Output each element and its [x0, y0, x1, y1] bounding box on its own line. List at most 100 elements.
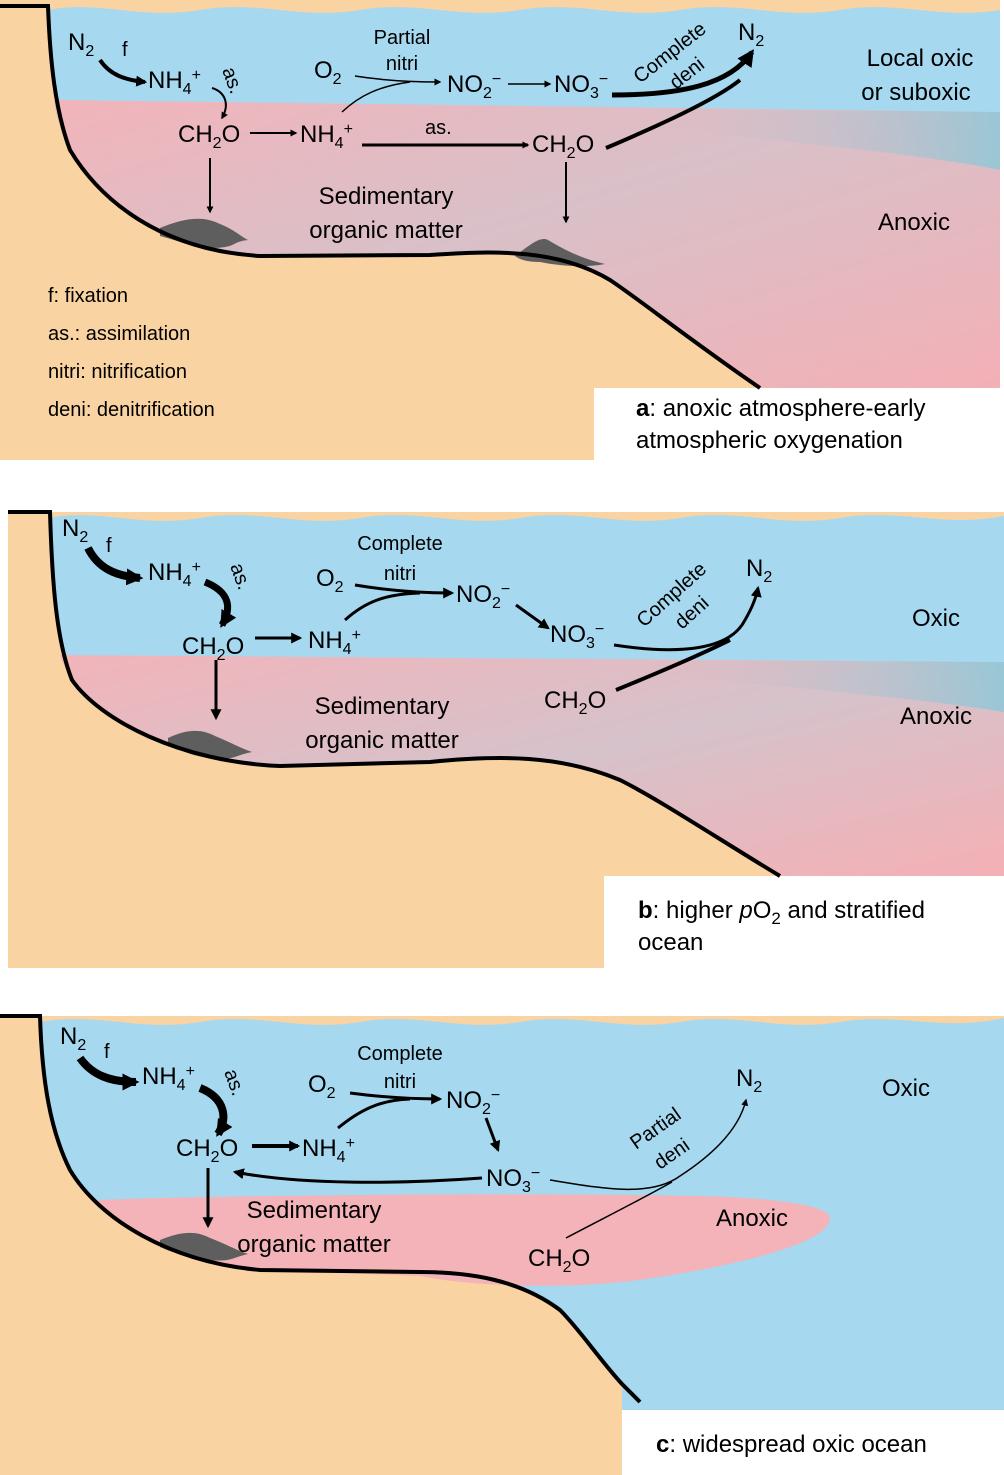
a-n2: N2: [68, 29, 94, 60]
b-n2: N2: [62, 515, 88, 546]
panel-b-interface-tint: [600, 660, 1004, 712]
a-assim-label-2: as.: [425, 117, 452, 139]
panel-a-deposit-2: [515, 239, 605, 267]
c-n2-out: N2: [736, 1065, 762, 1096]
panel-a-anoxic-zone: [54, 100, 1000, 388]
b-arrow-deni: [613, 585, 762, 652]
a-nh4-2: NH4+: [300, 121, 353, 152]
c-arrow-o2-nitri: [349, 1091, 443, 1105]
c-zone-oxic: Oxic: [882, 1075, 930, 1102]
a-arrow-ch2o-deni: [605, 78, 742, 150]
legend-nitrification: nitri: nitrification: [48, 361, 187, 383]
panel-a-caption-box: [594, 388, 1004, 470]
c-nh4-2: NH4+: [302, 1135, 355, 1166]
c-no2: NO2−: [446, 1087, 500, 1118]
panel-a-arrows: [98, 49, 755, 224]
b-ch2o-2: CH2O: [544, 687, 606, 718]
panel-c-anoxic-lens: [96, 1194, 830, 1286]
a-arrow-assim-1: [211, 87, 228, 120]
c-fix-label: f: [104, 1041, 110, 1063]
a-no2: NO2−: [447, 71, 501, 102]
panel-a-seafloor: [0, 4, 762, 390]
b-sediment-label-2: organic matter: [305, 727, 458, 754]
panel-c-caption-box: [622, 1410, 1004, 1475]
b-nh4-1: NH4+: [148, 559, 201, 590]
a-caption-line-1: a: anoxic atmosphere-early: [636, 395, 926, 422]
legend-fixation: f: fixation: [48, 285, 128, 307]
c-arrow-ch2o-deni: [565, 1181, 673, 1239]
b-caption-line-2: ocean: [638, 929, 703, 956]
panel-b-arrows: [84, 546, 762, 721]
c-arrow-assim: [198, 1084, 233, 1137]
panel-a: [0, 0, 1004, 470]
b-arrow-o2-nitri: [354, 583, 455, 599]
c-caption-line-1: c: widespread oxic ocean: [656, 1431, 927, 1458]
a-sediment-label-1: Sedimentary: [319, 183, 454, 210]
a-zone-anoxic: Anoxic: [878, 209, 950, 236]
a-caption-line-2: atmospheric oxygenation: [636, 427, 903, 454]
a-sediment-label-2: organic matter: [309, 217, 462, 244]
b-o2: O2: [316, 565, 344, 596]
a-arrow-deni: [611, 49, 755, 98]
b-arrow-nh4-nitri: [343, 591, 421, 622]
b-arrow-no2-no3: [515, 603, 550, 630]
legend-denitrification: deni: denitrification: [48, 399, 215, 421]
a-zone-oxic-2: or suboxic: [861, 79, 970, 106]
a-fix-label: f: [122, 39, 128, 61]
a-nh4-1: NH4+: [148, 67, 201, 98]
b-arrow-assim: [203, 578, 237, 628]
a-ch2o-1: CH2O: [178, 121, 240, 152]
a-no3: NO3−: [554, 71, 608, 102]
c-arrow-nh4-nitri: [337, 1097, 411, 1130]
panel-c-arrows: [76, 1055, 749, 1239]
panel-b-caption-box: [604, 876, 1004, 976]
b-nh4-2: NH4+: [308, 627, 361, 658]
b-arrow-fixation: [84, 546, 144, 586]
c-nitri-label-1: Complete: [357, 1043, 443, 1065]
c-sediment-label-1: Sedimentary: [247, 1197, 382, 1224]
a-ch2o-2: CH2O: [532, 131, 594, 162]
b-sediment-label-1: Sedimentary: [315, 693, 450, 720]
b-no3: NO3−: [550, 621, 604, 652]
panel-b: [8, 510, 1004, 976]
a-zone-oxic-1: Local oxic: [867, 45, 974, 72]
panel-a-suboxic-tint: [600, 108, 1000, 170]
c-sediment-label-2: organic matter: [237, 1231, 390, 1258]
c-arrow-fixation: [76, 1055, 140, 1091]
c-no3: NO3−: [486, 1165, 540, 1196]
panel-b-seafloor: [8, 510, 782, 878]
b-caption-line-1: b: higher pO2 and stratified: [638, 897, 925, 928]
c-ch2o-2: CH2O: [528, 1245, 590, 1276]
legend-assimilation: as.: assimilation: [48, 323, 190, 345]
c-ch2o-1: CH2O: [176, 1135, 238, 1166]
c-zone-anoxic: Anoxic: [716, 1205, 788, 1232]
c-o2: O2: [308, 1071, 336, 1102]
a-n2-out: N2: [738, 19, 764, 50]
a-arrow-nh4-nitri: [341, 81, 411, 113]
a-nitri-label-2: nitri: [386, 53, 418, 75]
c-arrow-no3-ch2o: [232, 1168, 483, 1184]
c-arrow-deni: [549, 1098, 749, 1191]
c-n2: N2: [60, 1023, 86, 1054]
c-arrow-no2-no3: [484, 1117, 501, 1153]
panel-c: [0, 1014, 1004, 1475]
b-arrow-ch2o-deni: [615, 638, 731, 692]
a-o2: O2: [314, 57, 342, 88]
a-arrow-o2-nitri: [354, 75, 442, 86]
b-n2-out: N2: [746, 555, 772, 586]
b-zone-oxic: Oxic: [912, 605, 960, 632]
c-nh4-1: NH4+: [142, 1063, 195, 1094]
b-no2: NO2−: [456, 581, 510, 612]
c-nitri-label-2: nitri: [384, 1071, 416, 1093]
b-ch2o-1: CH2O: [182, 633, 244, 664]
panel-b-labels: N2 f NH4+ as. CH2O NH4+ Complete nitri O…: [62, 515, 972, 956]
b-fix-label: f: [106, 535, 112, 557]
b-nitri-label-2: nitri: [384, 563, 416, 585]
a-arrow-fixation: [98, 58, 148, 87]
panel-c-seafloor: [0, 1014, 642, 1404]
b-nitri-label-1: Complete: [357, 533, 443, 555]
b-zone-anoxic: Anoxic: [900, 703, 972, 730]
a-nitri-label-1: Partial: [374, 27, 431, 49]
panel-b-anoxic-zone: [60, 655, 1004, 876]
